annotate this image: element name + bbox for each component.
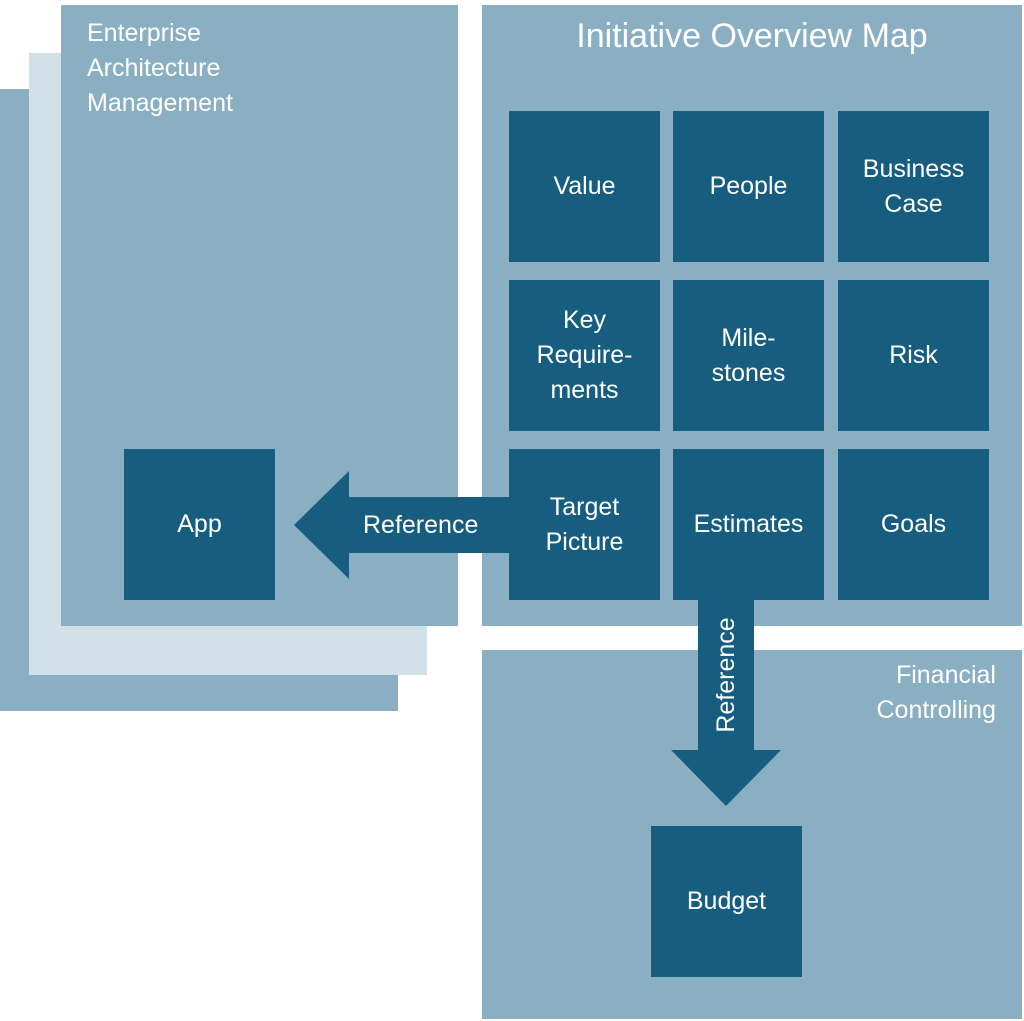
tile-value: Value [509, 111, 660, 262]
tile-risk: Risk [838, 280, 989, 431]
tile-people: People [673, 111, 824, 262]
ea-panel-label: Enterprise Architecture Management [87, 19, 233, 117]
financial-controlling-label: Financial Controlling [876, 661, 996, 724]
reference-arrow-down-label: Reference [712, 617, 740, 733]
tile-estimates: Estimates [673, 449, 824, 600]
initiative-overview-title: Initiative Overview Map [576, 17, 928, 55]
app-box: App [124, 449, 275, 600]
reference-arrow-left-label: Reference [363, 511, 479, 539]
tile-key-requirements: Key Require- ments [509, 280, 660, 431]
tile-business-case: Business Case [838, 111, 989, 262]
tile-goals: Goals [838, 449, 989, 600]
tile-target-picture: Target Picture [509, 449, 660, 600]
budget-box: Budget [651, 826, 802, 977]
tile-milestones: Mile- stones [673, 280, 824, 431]
